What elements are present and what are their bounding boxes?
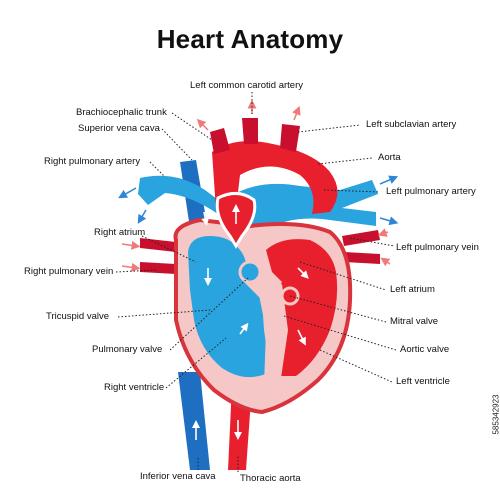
flow-arrow-blue [379,216,399,226]
label-left-atrium: Left atrium [390,284,435,295]
right-pulmonary-vein-lower [140,262,176,274]
label-left-pulmonary-vein: Left pulmonary vein [396,242,479,253]
flow-arrow-red [377,228,389,237]
label-right-ventricle: Right ventricle [104,382,165,393]
left-common-carotid-shape [242,118,258,144]
flow-arrow-blue [118,187,137,199]
left-subclavian-shape [280,124,300,152]
label-aortic-valve: Aortic valve [400,344,450,355]
inferior-vena-cava-shape [178,372,210,470]
diagram-title: Heart Anatomy [156,24,344,54]
stock-watermark: 585342923 [486,350,500,490]
flow-arrow-red [196,118,209,131]
septum [258,284,288,385]
flow-arrow-blue [137,209,147,224]
label-pulmonary-valve: Pulmonary valve [92,344,163,355]
flow-arrow-red [121,262,141,272]
label-brachiocephalic-trunk: Brachiocephalic trunk [76,107,167,118]
label-superior-vena-cava: Superior vena cava [78,123,160,134]
label-right-pulmonary-vein: Right pulmonary vein [24,266,114,277]
watermark-text: 585342923 [491,394,500,435]
flow-arrow-red [292,105,301,121]
aortic-valve-shape [238,260,262,284]
label-right-atrium: Right atrium [94,227,146,238]
leader-lines [115,92,397,472]
label-thoracic-aorta: Thoracic aorta [240,473,301,484]
label-inferior-vena-cava: Inferior vena cava [140,471,216,482]
flow-arrow-blue [379,175,399,185]
label-tricuspid-valve: Tricuspid valve [46,311,110,322]
right-pulmonary-vein-upper [140,238,176,252]
label-left-pulmonary-artery: Left pulmonary artery [386,186,476,197]
label-left-common-carotid-artery: Left common carotid artery [190,80,303,91]
label-right-pulmonary-artery: Right pulmonary artery [44,156,141,167]
right-pulmonary-artery-shape [138,175,225,214]
pulmonary-trunk-shape [225,180,378,255]
left-pulmonary-vein-lower [344,252,380,264]
brachiocephalic-trunk-shape [210,128,230,154]
aorta-arch-shape [212,141,338,214]
flow-arrow-red [121,240,141,250]
label-left-subclavian-artery: Left subclavian artery [366,119,457,130]
flow-arrow-red [380,257,391,267]
label-aorta: Aorta [378,152,401,163]
left-pulmonary-vein-upper [342,230,380,246]
label-mitral-valve: Mitral valve [390,316,439,327]
label-left-ventricle: Left ventricle [396,376,450,387]
